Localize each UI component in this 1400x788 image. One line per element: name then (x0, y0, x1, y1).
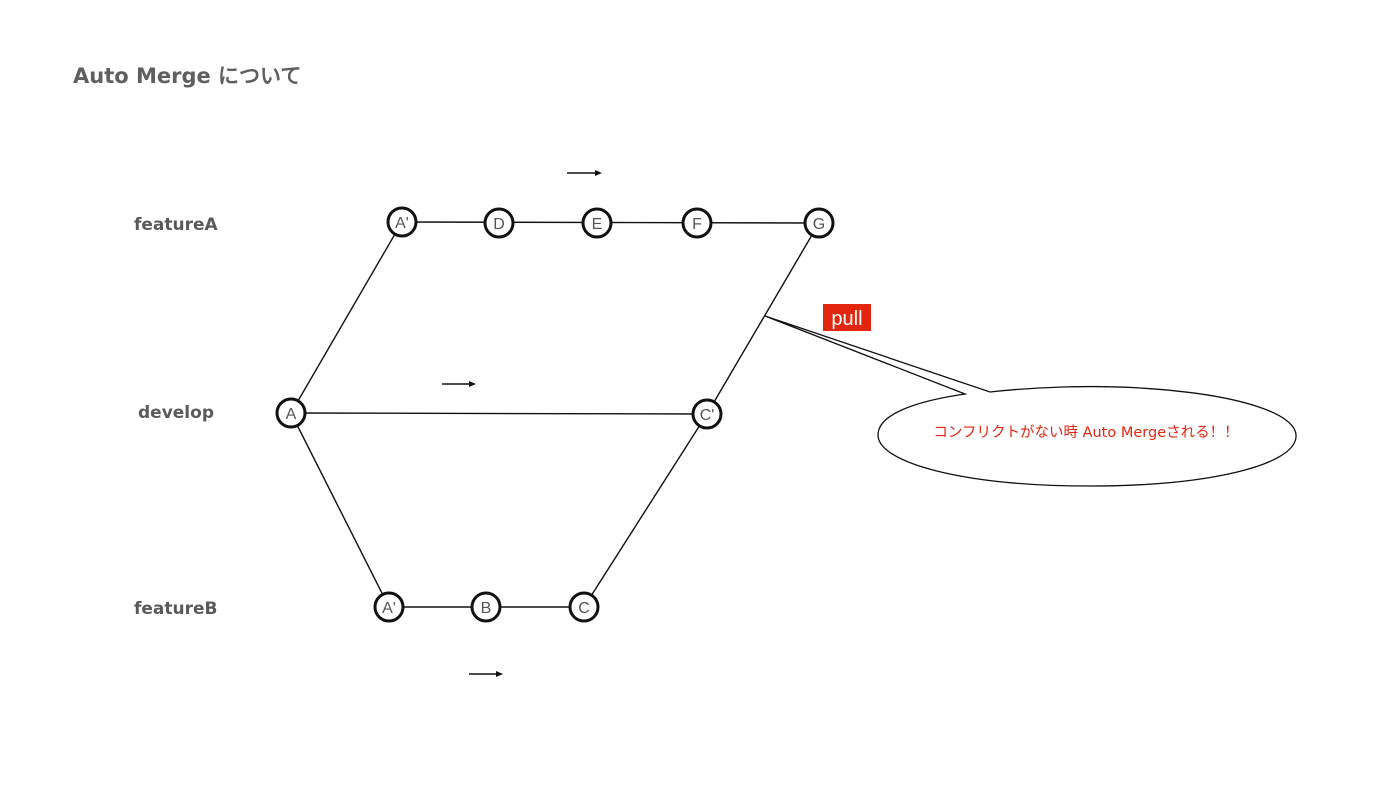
commit-node: A (275, 397, 307, 429)
commit-node: B (470, 591, 502, 623)
commit-label: F (692, 216, 702, 233)
commit-node: D (483, 207, 515, 239)
commit-node: C' (691, 398, 723, 430)
commit-label: A' (395, 215, 409, 232)
commit-label: B (481, 600, 492, 617)
edge-a-to-featureB (290, 412, 390, 608)
branch-label-featureB: featureB (134, 599, 218, 619)
direction-arrow-develop (442, 381, 476, 387)
commit-label: A' (382, 600, 396, 617)
edges (290, 221, 820, 608)
commit-node: A' (386, 206, 418, 238)
commit-label: C (578, 600, 590, 617)
commit-node: E (581, 207, 613, 239)
pull-label: pull (831, 308, 862, 330)
commit-node: C (568, 591, 600, 623)
commit-node: F (681, 207, 713, 239)
commit-node: G (803, 207, 835, 239)
commit-label: A (286, 406, 297, 423)
commit-node: A' (373, 591, 405, 623)
commit-label: C' (700, 407, 715, 424)
page-title: Auto Merge について (73, 64, 301, 88)
commit-label: E (592, 216, 603, 233)
branch-label-featureA: featureA (134, 215, 219, 235)
pull-badge: pull (823, 304, 871, 331)
branch-label-develop: develop (138, 403, 214, 423)
edge-develop-to-featureA-pull (706, 222, 820, 415)
callout-balloon: コンフリクトがない時 Auto Mergeされる！！ (764, 315, 1297, 487)
edge-featureB-merge (583, 413, 708, 608)
commit-label: D (493, 216, 505, 233)
edge-develop-main (290, 412, 708, 415)
callout-shape (764, 315, 1297, 487)
edge-a-to-featureA (290, 221, 403, 414)
direction-arrow-featureA (567, 170, 602, 176)
callout-text: コンフリクトがない時 Auto Mergeされる！！ (933, 424, 1238, 441)
commit-label: G (813, 216, 825, 233)
direction-arrow-featureB (469, 671, 503, 677)
